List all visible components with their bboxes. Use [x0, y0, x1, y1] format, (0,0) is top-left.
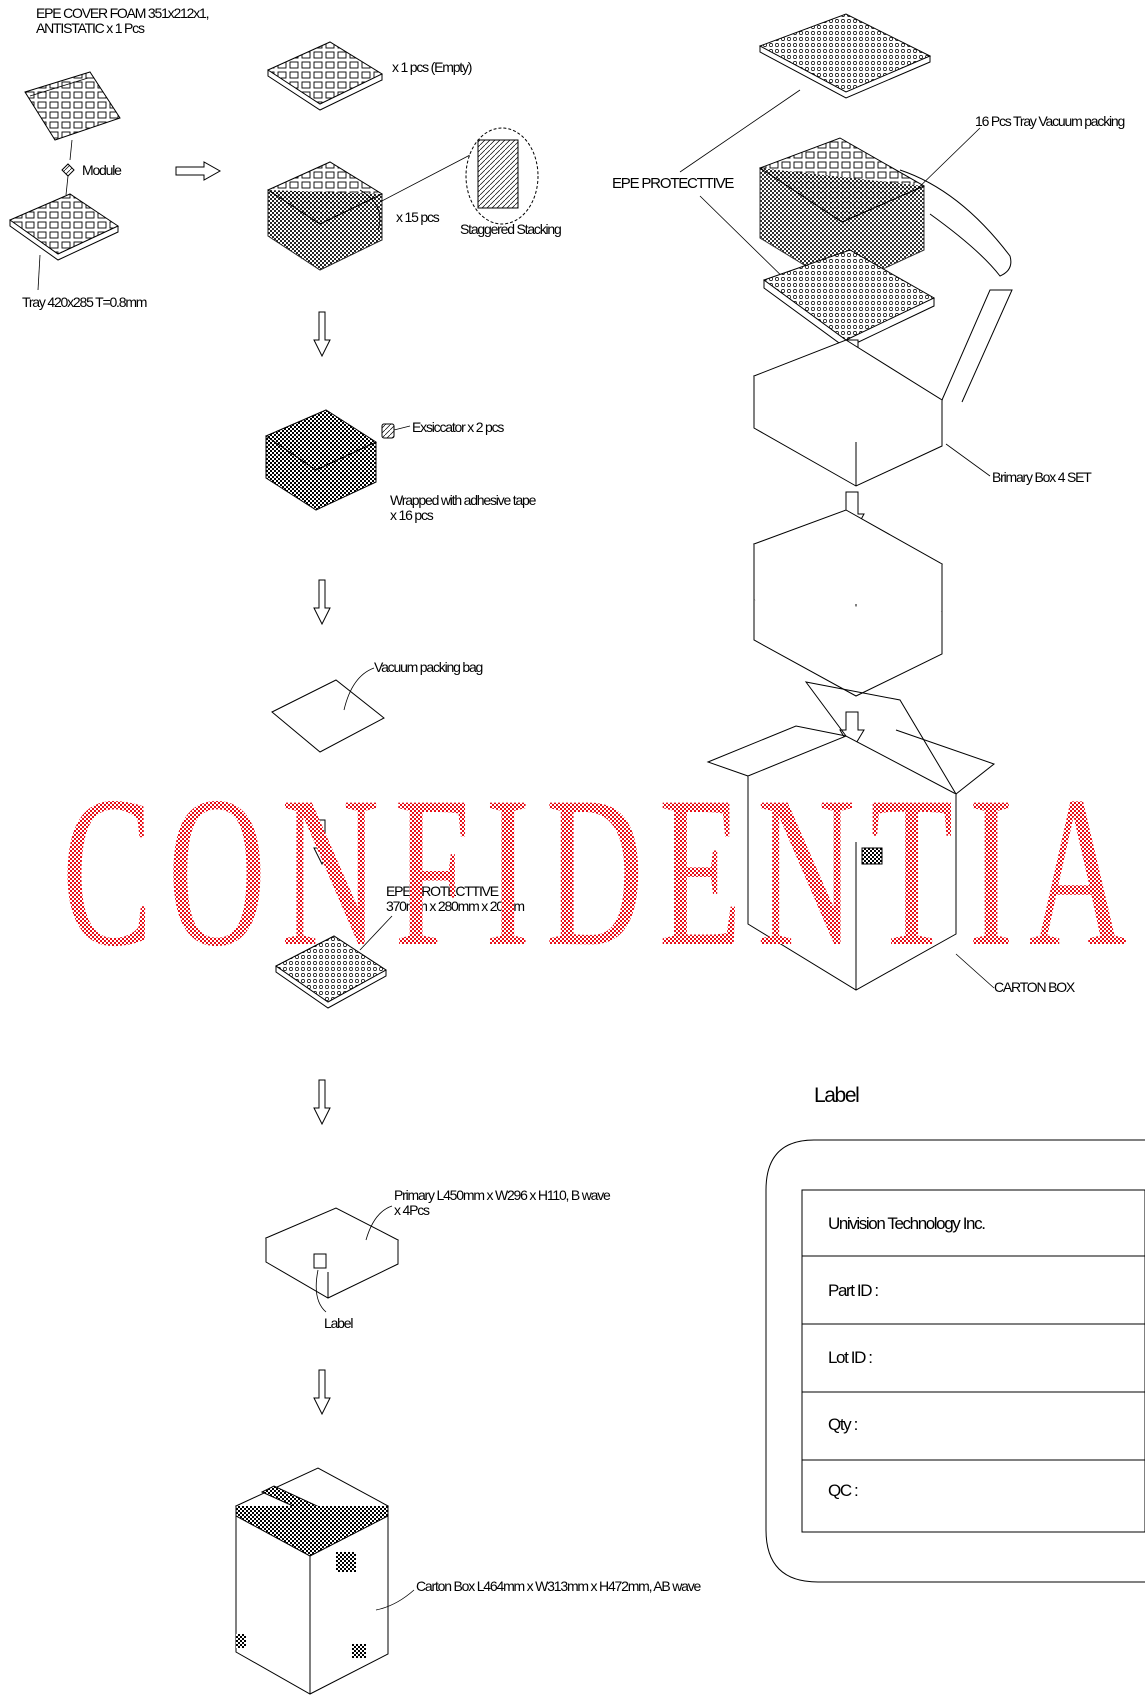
wrapped-label-2: x 16 pcs — [390, 507, 434, 523]
primary-box-4set-label: Brimary Box 4 SET — [992, 469, 1092, 485]
wrapped-stack-icon — [264, 409, 378, 511]
label-row-part-id: Part ID : — [828, 1281, 878, 1300]
empty-tray-label: x 1 pcs (Empty) — [392, 59, 472, 75]
staggered-label: Staggered Stacking — [460, 221, 561, 237]
down-arrow-icon — [313, 579, 331, 625]
epe-cover-label-1: EPE COVER FOAM 351x212x1, — [36, 5, 209, 21]
down-arrow-icon — [313, 311, 331, 357]
epe-protective-label-1: EPE PROTECTTIVE — [386, 883, 499, 899]
epe-protective-right-label: EPE PROTECTTIVE — [612, 175, 734, 192]
primary-label-1: Primary L450mm x W296 x H110, B wave — [394, 1187, 611, 1203]
label-row-qc: QC : — [828, 1481, 858, 1500]
label-card-title: Label — [814, 1084, 859, 1107]
epe-bottom-sheet-icon — [762, 249, 936, 349]
primary-box-open-icon — [752, 289, 1013, 487]
primary-box-icon — [264, 1207, 400, 1299]
epe-protective-pad-icon — [275, 935, 387, 1009]
primary-box-stack-icon — [752, 509, 944, 697]
carton-box-open-icon — [706, 681, 996, 991]
epe-cover-label-2: ANTISTATIC x 1 Pcs — [36, 20, 145, 36]
tray-icon — [8, 193, 120, 261]
down-arrow-icon — [839, 711, 865, 751]
label-small-label: Label — [324, 1315, 353, 1331]
label-row-lot-id: Lot ID : — [828, 1348, 872, 1367]
vacuum-bag-label: Vacuum packing bag — [374, 659, 483, 675]
empty-tray-icon — [266, 41, 384, 111]
module-icon — [61, 163, 75, 177]
staggered-detail-icon — [465, 127, 539, 225]
carton-box-label: CARTON BOX — [994, 979, 1076, 995]
wrapped-label-1: Wrapped with adhesive tape — [390, 492, 537, 508]
tray-vacuum-stack-icon — [758, 137, 1012, 289]
label-row-company: Univision Technology Inc. — [828, 1214, 985, 1233]
confidential-watermark: CONFIDENTIA — [62, 752, 1142, 991]
tray-label: Tray 420x285 T=0.8mm — [22, 294, 147, 310]
label-card-frame — [765, 1139, 1145, 1583]
epe-protective-label-2: 370mm x 280mm x 20mm — [386, 898, 524, 914]
stack-count-label: x 15 pcs — [396, 209, 440, 225]
carton-box-small-icon — [234, 1467, 390, 1695]
down-arrow-icon — [313, 1369, 331, 1415]
vacuum-16-label: 16 Pcs Tray Vacuum packing — [975, 113, 1124, 129]
exsiccator-icon — [381, 423, 395, 439]
label-row-qty: Qty : — [828, 1415, 858, 1434]
epe-top-sheet-icon — [758, 13, 932, 99]
right-arrow-icon — [175, 161, 222, 181]
down-arrow-icon — [313, 1079, 331, 1125]
carton-small-label: Carton Box L464mm x W313mm x H472mm, AB … — [416, 1578, 702, 1594]
vacuum-bag-icon — [271, 679, 385, 753]
module-label: Module — [82, 162, 122, 178]
epe-cover-foam-icon — [24, 71, 121, 141]
tray-stack-icon — [266, 161, 384, 271]
label-table — [801, 1189, 1145, 1533]
primary-label-2: x 4Pcs — [394, 1202, 430, 1218]
exsiccator-label: Exsiccator x 2 pcs — [412, 419, 504, 435]
